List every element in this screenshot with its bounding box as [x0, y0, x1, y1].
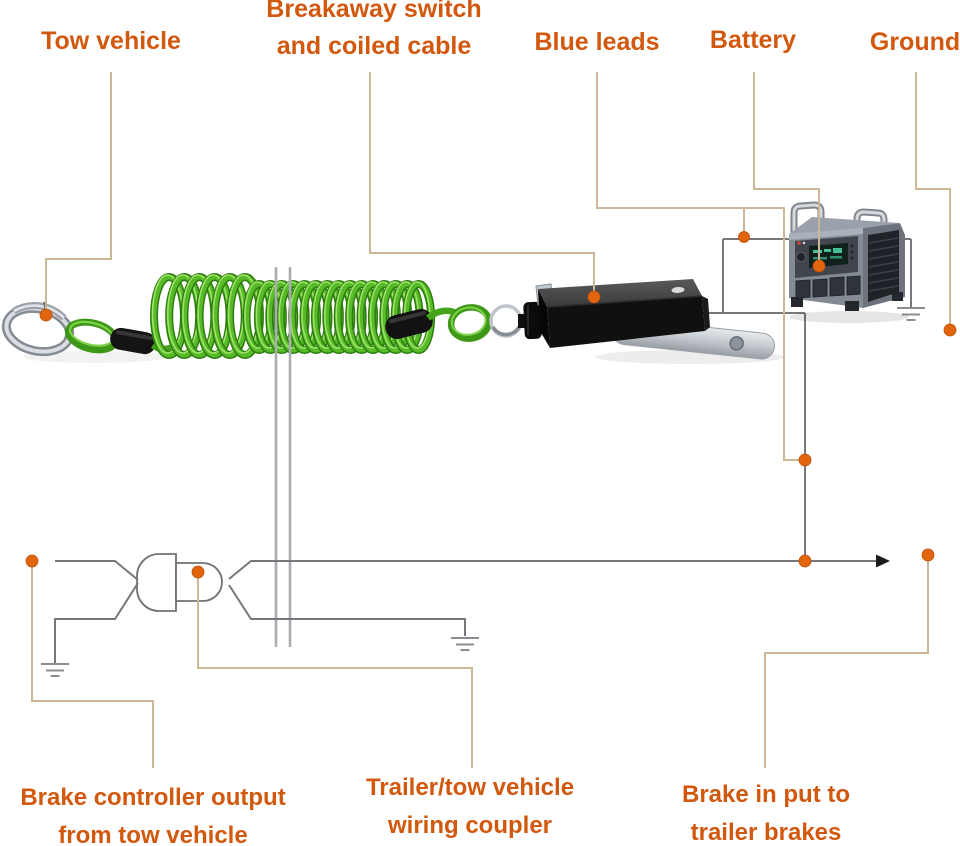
coiled-cable-icon — [150, 273, 436, 359]
leader-coupler — [197, 577, 473, 768]
brake-input-label: Brake in put to trailer brakes — [682, 776, 850, 846]
connection-dots — [25, 231, 957, 579]
battery-label: Battery — [709, 26, 797, 54]
wiring-coupler-label-line1: Trailer/tow vehicle — [365, 774, 575, 801]
blue-leads-label: Blue leads — [534, 28, 660, 56]
switch-plunger — [518, 301, 542, 340]
breakaway-switch-label-line2: and coiled cable — [276, 32, 472, 60]
ground-symbol-right — [450, 637, 480, 651]
wiring-coupler-label-line2: wiring coupler — [387, 812, 552, 839]
leader-brake-controller — [31, 566, 154, 768]
tow-vehicle-label: Tow vehicle — [41, 27, 181, 55]
cable-right-loop — [425, 304, 493, 342]
coupler-connector-left — [136, 553, 177, 612]
leader-brake-input — [764, 560, 929, 768]
breakaway-switch-label: Breakaway switch and coiled cable — [266, 0, 481, 65]
brake-input-label-line1: Brake in put to — [681, 781, 851, 808]
connection-dot-brake-input — [921, 548, 935, 562]
cable-left-loop — [65, 318, 119, 354]
ground-symbol-left — [40, 663, 70, 677]
connection-dot-brake-line — [798, 554, 812, 568]
brake-circuit-wires — [54, 560, 876, 663]
brake-controller-label-line1: Brake controller output — [20, 784, 286, 811]
cable-ferrule-right — [385, 308, 433, 340]
separator-lines — [274, 267, 292, 647]
leader-blue-leads — [596, 72, 800, 461]
connection-dot-coupler — [191, 565, 205, 579]
wire-bottom — [54, 582, 139, 663]
wire-top — [55, 560, 139, 581]
connection-dot-battery — [812, 259, 826, 273]
connection-dot-brake-controller — [25, 554, 39, 568]
breakaway-switch-icon — [535, 279, 710, 348]
leader-breakaway-switch — [369, 72, 595, 293]
connection-dot-ground — [943, 323, 957, 337]
breakaway-switch-label-line1: Breakaway switch — [266, 0, 482, 23]
wiring-coupler-label: Trailer/tow vehicle wiring coupler — [366, 769, 574, 845]
battery-icon — [789, 201, 909, 323]
battery-vent-grille — [868, 230, 899, 302]
connection-dot-breakaway-switch — [587, 290, 601, 304]
brake-controller-label: Brake controller output from tow vehicle — [20, 779, 285, 846]
leader-lines — [31, 72, 951, 768]
ground-label: Ground — [869, 28, 960, 56]
battery-front-panel — [795, 236, 861, 299]
connection-dot-blue-lead-battery — [738, 231, 750, 243]
leader-battery — [753, 72, 820, 261]
leader-tow-vehicle — [45, 72, 112, 311]
cable-ferrule-left — [110, 327, 156, 355]
brake-controller-label-line2: from tow vehicle — [58, 822, 248, 846]
coupler-symbol — [136, 553, 223, 612]
flow-arrow-icon — [876, 554, 890, 568]
carabiner-icon — [1, 301, 75, 357]
connection-dot-tow-vehicle — [39, 308, 53, 322]
product-photo — [1, 273, 785, 364]
brake-input-label-line2: trailer brakes — [690, 819, 842, 846]
connection-dot-blue-lead-brake — [798, 453, 812, 467]
leader-ground — [915, 72, 951, 325]
